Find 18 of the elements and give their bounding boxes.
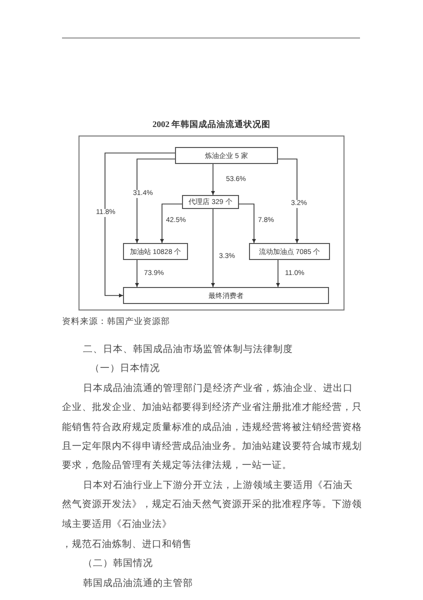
paragraph: 日本对石油行业上下游分开立法，上游领域主要适用《石油天然气资源开发法》，规定石油天然气资源开采的批准程序等。下游领域主要适用《石油业法》 (62, 478, 362, 532)
section-heading: 二、日本、韩国成品油市场监管体制与法律制度 (82, 343, 294, 357)
arrow (238, 204, 256, 244)
arrow (211, 208, 215, 288)
arrow (135, 158, 176, 244)
paragraph: ，规范石油炼制、进口和销售 (62, 538, 192, 552)
arrow (276, 260, 280, 288)
paragraph: 韩国成品油流通的主管部 (82, 576, 194, 591)
section-subheading: （二）韩国情况 (82, 557, 154, 572)
diagram-title: 2002 年韩国成品油流通状况图 (151, 119, 272, 131)
paragraph: 日本成品油流通的管理部门是经济产业省，炼油企业、进出口企业、批发企业、加油站都要得到经济产业省注册批准才能经营，只能销售符合政府规定质量标准的成品油，违规经营将被注销经营资格且一定年限内不得申请经营成品油业务。加油站建设要符合城市规划要求，危险品管理有关规定等法律法规，一站一证。 (62, 382, 362, 474)
arrow (104, 152, 176, 298)
arrow (160, 204, 182, 244)
arrow (211, 164, 215, 196)
section-subheading: （一）日本情况 (89, 362, 161, 376)
arrow (135, 260, 139, 288)
source-note: 资料来源：韩国产业资源部 (62, 315, 171, 328)
arrow (278, 158, 299, 244)
